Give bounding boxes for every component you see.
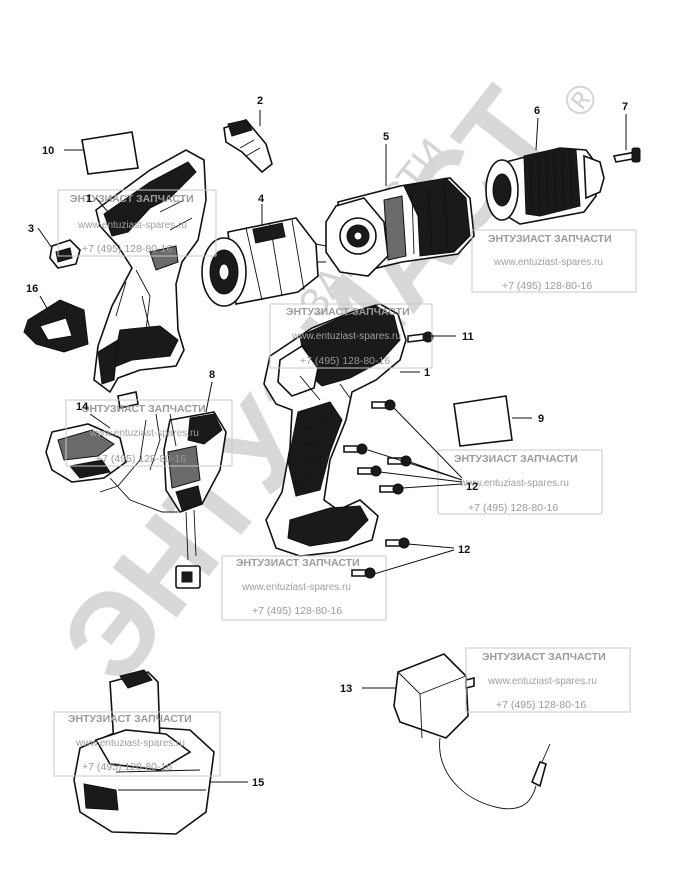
part-1-right-housing: [263, 303, 407, 557]
stamp-phone: +7 (495) 128-80-16: [96, 453, 186, 465]
stamp-title: ЭНТУЗИАСТ ЗАПЧАСТИ: [70, 193, 194, 205]
callout-3: 3: [28, 223, 34, 235]
stamp-watermark-7: ЭНТУЗИАСТ ЗАПЧАСТИ www.entuziast-spares.…: [465, 647, 631, 713]
part-12-screws-upper: [343, 399, 412, 495]
callout-8: 8: [209, 369, 215, 381]
leader-lines: [37, 110, 627, 783]
callout-4: 4: [258, 193, 265, 205]
part-2-direction-switch: [223, 119, 273, 174]
callout-9: 9: [538, 413, 544, 425]
callout-14: 14: [76, 401, 89, 413]
stamp-phone: +7 (495) 128-80-16: [502, 280, 592, 292]
callout-12-lower: 12: [458, 544, 470, 556]
watermark-registered-mark: ®: [554, 75, 607, 125]
part-10-label-plate: [81, 131, 139, 175]
part-12-screws-lower: [351, 537, 410, 579]
stamp-title: ЭНТУЗИАСТ ЗАПЧАСТИ: [82, 403, 206, 415]
stamp-watermark-1: ЭНТУЗИАСТ ЗАПЧАСТИ www.entuziast-spares.…: [57, 189, 217, 257]
stamp-url: www.entuziast-spares.ru: [493, 257, 603, 268]
part-5-gearbox: [325, 177, 475, 277]
part-11-screw: [407, 331, 434, 343]
callout-13: 13: [340, 683, 352, 695]
stamp-watermark-4: ЭНТУЗИАСТ ЗАПЧАСТИ www.entuziast-spares.…: [65, 399, 233, 467]
stamp-phone: +7 (495) 128-80-16: [82, 243, 172, 255]
stamp-url: www.entuziast-spares.ru: [89, 428, 199, 439]
stamp-phone: +7 (495) 128-80-16: [252, 605, 342, 617]
callout-1-left: 1: [86, 193, 92, 205]
callout-16: 16: [26, 283, 38, 295]
callout-5: 5: [383, 131, 389, 143]
callout-1-right: 1: [424, 367, 430, 379]
stamp-title: ЭНТУЗИАСТ ЗАПЧАСТИ: [286, 306, 410, 318]
callout-6: 6: [534, 105, 540, 117]
part-16-side-pad: [23, 299, 89, 353]
stamp-url: www.entuziast-spares.ru: [487, 676, 597, 687]
part-15-battery-pack: [73, 669, 215, 835]
part-7-chuck-screw: [612, 147, 641, 163]
part-4-motor: [201, 217, 327, 307]
part-1-left-housing: [93, 149, 207, 394]
part-13-charger: [393, 653, 551, 810]
stamp-watermark-3: ЭНТУЗИАСТ ЗАПЧАСТИ www.entuziast-spares.…: [269, 303, 433, 369]
callout-7: 7: [622, 101, 628, 113]
stamp-phone: +7 (495) 128-80-16: [82, 761, 172, 773]
stamp-watermark-8: ЭНТУЗИАСТ ЗАПЧАСТИ www.entuziast-spares.…: [53, 711, 221, 777]
stamp-watermark-6: ЭНТУЗИАСТ ЗАПЧАСТИ www.entuziast-spares.…: [221, 555, 387, 621]
part-9-label: [453, 395, 513, 447]
stamp-url: www.entuziast-spares.ru: [241, 582, 351, 593]
stamp-title: ЭНТУЗИАСТ ЗАПЧАСТИ: [488, 233, 612, 245]
callout-15: 15: [252, 777, 264, 789]
stamp-title: ЭНТУЗИАСТ ЗАПЧАСТИ: [236, 557, 360, 569]
callout-10: 10: [42, 145, 54, 157]
stamp-phone: +7 (495) 128-80-16: [468, 502, 558, 514]
callout-11: 11: [462, 331, 474, 343]
part-6-chuck: [485, 147, 605, 225]
stamp-title: ЭНТУЗИАСТ ЗАПЧАСТИ: [68, 713, 192, 725]
callout-2: 2: [257, 95, 263, 107]
part-3-terminal-clip: [49, 239, 81, 269]
callout-numbers: 10 2 3 1 4 5 6 7 16 8 14 9 11 1 12 12 13…: [26, 95, 628, 789]
stamp-url: www.entuziast-spares.ru: [291, 331, 401, 342]
stamp-title: ЭНТУЗИАСТ ЗАПЧАСТИ: [454, 453, 578, 465]
stamp-phone: +7 (495) 128-80-16: [496, 699, 586, 711]
stamp-url: www.entuziast-spares.ru: [459, 478, 569, 489]
stamp-url: www.entuziast-spares.ru: [75, 738, 185, 749]
stamp-watermark-2: ЭНТУЗИАСТ ЗАПЧАСТИ www.entuziast-spares.…: [471, 229, 637, 293]
stamp-title: ЭНТУЗИАСТ ЗАПЧАСТИ: [482, 651, 606, 663]
callout-12-upper: 12: [466, 481, 478, 493]
stamp-url: www.entuziast-spares.ru: [77, 220, 187, 231]
stamp-watermark-5: ЭНТУЗИАСТ ЗАПЧАСТИ www.entuziast-spares.…: [437, 449, 603, 515]
stamp-phone: +7 (495) 128-80-16: [300, 355, 390, 367]
